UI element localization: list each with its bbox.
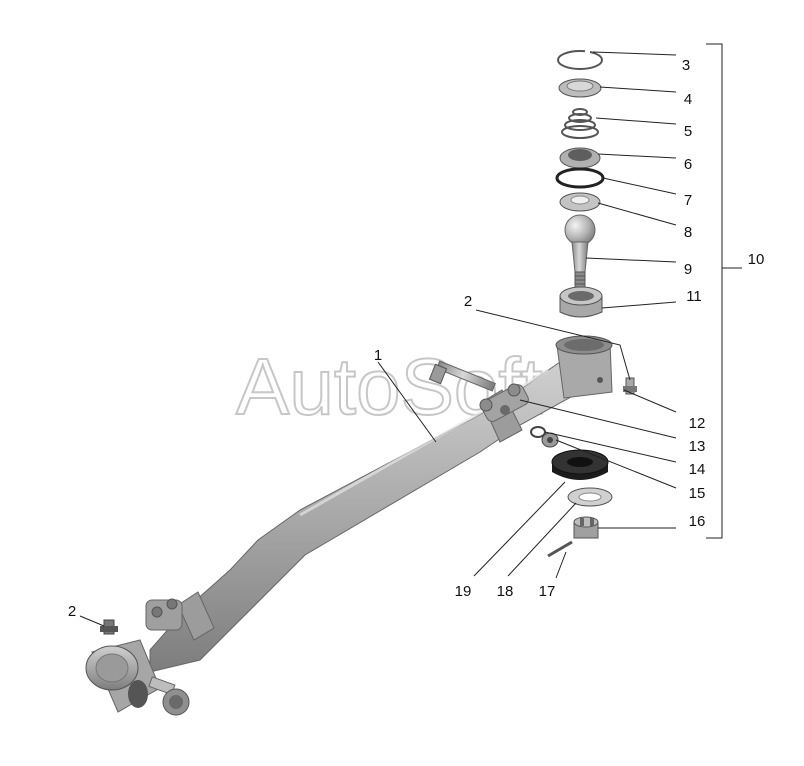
ball-pin (564, 214, 596, 289)
callout-4: 4 (684, 91, 692, 108)
grease-fitting-right (623, 377, 637, 395)
callout-5: 5 (684, 123, 692, 140)
callout-labels: 1 2 2 3 4 5 6 7 8 9 10 11 12 13 14 15 16… (68, 57, 765, 620)
callout-15: 15 (689, 485, 706, 502)
callout-13: 13 (689, 438, 706, 455)
flat-washer (567, 487, 613, 507)
callout-9: 9 (684, 261, 692, 278)
clamp-bolt (428, 360, 496, 392)
callout-2-top: 2 (464, 293, 472, 310)
cover-plate (558, 78, 602, 98)
callout-19: 19 (455, 583, 472, 600)
callout-2-left: 2 (68, 603, 76, 620)
dust-seal (551, 449, 609, 480)
lower-insert (559, 192, 601, 212)
callout-14: 14 (689, 461, 706, 478)
callout-8: 8 (684, 224, 692, 241)
callout-1: 1 (374, 347, 382, 364)
callout-3: 3 (682, 57, 690, 74)
tie-rod-right-socket (555, 335, 613, 399)
spring (561, 108, 599, 139)
callout-12: 12 (689, 415, 706, 432)
tie-rod-left-socket (85, 639, 190, 716)
callout-10: 10 (748, 251, 765, 268)
callout-6: 6 (684, 156, 692, 173)
right-clamp (479, 383, 529, 422)
bushing (559, 286, 603, 318)
callout-11: 11 (686, 288, 702, 305)
lock-nut (541, 432, 559, 448)
left-clamp (145, 598, 183, 631)
callout-18: 18 (497, 583, 514, 600)
callout-17: 17 (539, 583, 556, 600)
assembly-bracket (706, 43, 742, 539)
callout-7: 7 (684, 192, 692, 209)
callout-16: 16 (689, 513, 706, 530)
retaining-ring (557, 48, 603, 70)
cotter-pin (547, 540, 573, 558)
leader-lines (79, 51, 677, 627)
upper-insert (559, 147, 601, 169)
castle-nut (573, 516, 599, 539)
o-ring (555, 167, 605, 189)
grease-fitting-left (100, 619, 118, 635)
